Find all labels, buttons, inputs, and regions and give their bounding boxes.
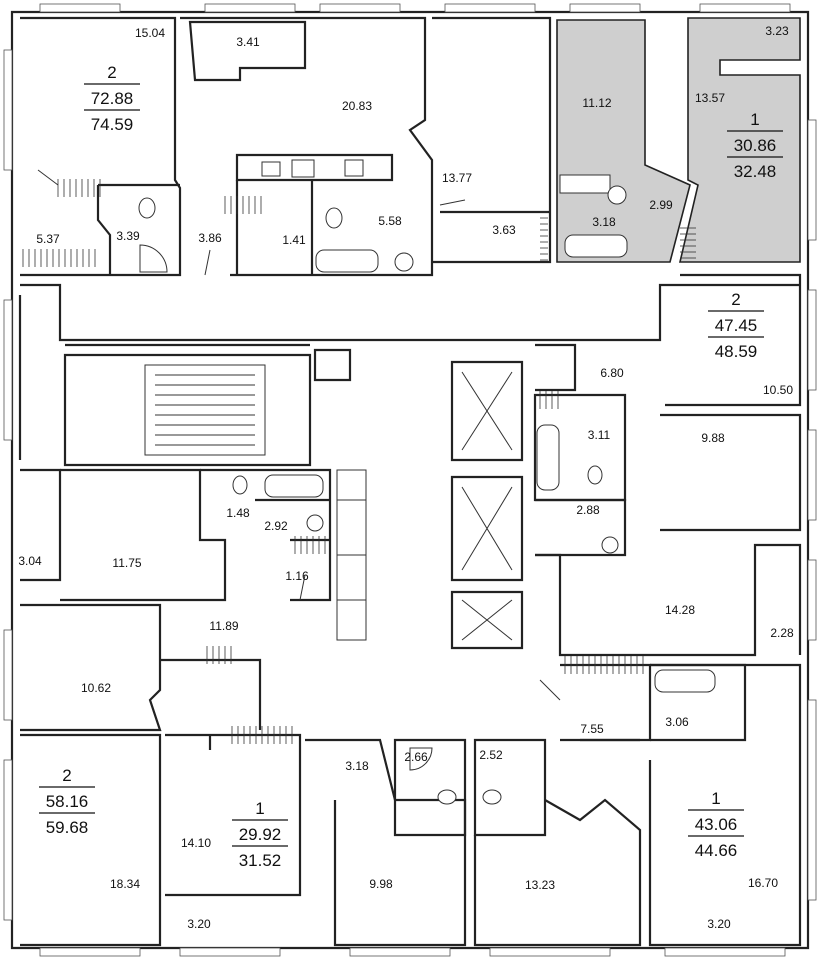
room-area-label: 11.89 <box>209 619 238 633</box>
room-area-label: 3.18 <box>592 215 616 229</box>
apartment-living-area: 43.06 <box>695 815 738 834</box>
room-area-label: 14.10 <box>181 836 211 850</box>
apartment-room-count: 2 <box>107 63 116 82</box>
room-area-label: 15.04 <box>135 26 165 40</box>
apartment-total-area: 48.59 <box>715 342 758 361</box>
apartment-summary: 2 58.16 59.68 <box>39 766 95 837</box>
room-area-label: 10.50 <box>763 383 793 397</box>
room-area-label: 11.75 <box>112 556 141 570</box>
walls <box>10 10 810 950</box>
apartment-living-area: 47.45 <box>715 316 758 335</box>
room-labels: 15.04 3.41 20.83 11.12 3.23 13.57 13.77 5.58 5.3… <box>18 24 794 931</box>
room-area-label: 18.34 <box>110 877 140 891</box>
room-area-label: 2.92 <box>264 519 288 533</box>
room-area-label: 9.98 <box>369 877 393 891</box>
apartment-labels: 2 72.88 74.59 1 30.86 32.48 2 47.45 48.59 2 58.16 5… <box>39 63 783 870</box>
apartment-total-area: 31.52 <box>239 851 282 870</box>
room-area-label: 2.88 <box>576 503 600 517</box>
apartment-summary: 1 29.92 31.52 <box>232 799 288 870</box>
fixtures <box>138 159 716 805</box>
room-area-label: 13.23 <box>525 878 555 892</box>
room-area-label: 7.55 <box>580 722 604 736</box>
room-area-label: 13.77 <box>442 171 472 185</box>
room-area-label: 2.66 <box>404 750 428 764</box>
apartment-summary: 2 47.45 48.59 <box>708 290 764 361</box>
apartment-summary: 2 72.88 74.59 <box>84 63 140 134</box>
room-area-label: 2.52 <box>479 748 503 762</box>
room-area-label: 14.28 <box>665 603 695 617</box>
apartment-total-area: 32.48 <box>734 162 777 181</box>
room-area-label: 3.20 <box>187 917 211 931</box>
room-area-label: 3.39 <box>116 229 140 243</box>
room-area-label: 20.83 <box>342 99 372 113</box>
room-area-label: 3.06 <box>665 715 689 729</box>
apartment-living-area: 30.86 <box>734 136 777 155</box>
room-area-label: 1.48 <box>226 506 250 520</box>
room-area-label: 1.16 <box>285 569 309 583</box>
apartment-summary: 1 30.86 32.48 <box>727 110 783 181</box>
windows <box>3 3 817 957</box>
apartment-total-area: 74.59 <box>91 115 134 134</box>
apartment-room-count: 2 <box>731 290 740 309</box>
balcony-hatching <box>22 179 696 744</box>
room-area-label: 3.41 <box>236 35 260 49</box>
room-area-label: 5.37 <box>36 232 60 246</box>
highlighted-apartment <box>556 17 801 263</box>
room-area-label: 10.62 <box>81 681 111 695</box>
apartment-room-count: 1 <box>255 799 264 818</box>
room-area-label: 6.80 <box>600 366 624 380</box>
room-area-label: 3.23 <box>765 24 789 38</box>
room-area-label: 3.11 <box>588 428 611 442</box>
room-area-label: 3.18 <box>345 759 369 773</box>
room-area-label: 9.88 <box>701 431 725 445</box>
apartment-living-area: 72.88 <box>91 89 134 108</box>
room-area-label: 13.57 <box>695 91 725 105</box>
room-area-label: 3.04 <box>18 554 42 568</box>
room-area-label: 16.70 <box>748 876 778 890</box>
room-area-label: 2.28 <box>770 626 794 640</box>
apartment-total-area: 59.68 <box>46 818 89 837</box>
room-area-label: 3.20 <box>707 917 731 931</box>
room-area-label: 2.99 <box>649 198 673 212</box>
room-area-label: 1.41 <box>282 233 306 247</box>
apartment-living-area: 29.92 <box>239 825 282 844</box>
room-area-label: 3.86 <box>198 231 222 245</box>
apartment-room-count: 1 <box>711 789 720 808</box>
room-area-label: 5.58 <box>378 214 402 228</box>
apartment-room-count: 2 <box>62 766 71 785</box>
apartment-living-area: 58.16 <box>46 792 89 811</box>
apartment-summary: 1 43.06 44.66 <box>688 789 744 860</box>
apartment-room-count: 1 <box>750 110 759 129</box>
apartment-total-area: 44.66 <box>695 841 738 860</box>
room-area-label: 11.12 <box>582 96 611 110</box>
room-area-label: 3.63 <box>492 223 516 237</box>
